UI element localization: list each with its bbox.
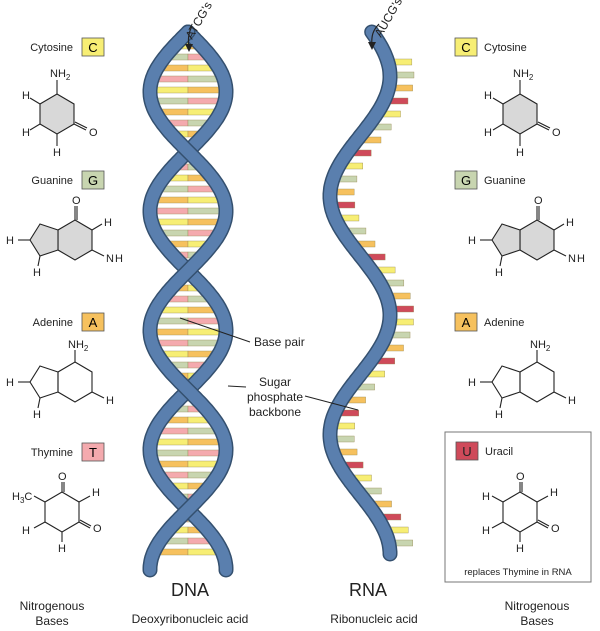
rna-helix [322,24,415,562]
left-bases-panel: Cytosine C NH2 H H O H Guanine G [6,37,123,555]
cytosine-structure-left [29,80,88,146]
uracil-structure [491,482,550,542]
svg-text:AUCG's: AUCG's [371,0,405,39]
svg-text:H: H [468,377,476,389]
footer-left-line1: Nitrogenous [20,599,85,613]
guanine-structure-left [18,206,105,267]
badge-uracil [455,441,479,461]
svg-text:G: G [461,173,471,188]
guanine-structure-right [480,206,567,267]
label-guanine-right: Guanine [484,175,526,187]
rna-subtitle: Ribonucleic acid [330,612,417,626]
label-cytosine-right: Cytosine [484,42,527,54]
label-guanine-left: Guanine [31,175,73,187]
svg-text:H: H [92,487,100,499]
badge-guanine-right [454,170,478,190]
chem-h3c: H3C [12,491,32,505]
badge-guanine-left [81,170,105,190]
rna-bases [331,58,415,547]
uracil-note: replaces Thymine in RNA [464,567,572,578]
svg-text:H: H [482,525,490,537]
footer-right-line1: Nitrogenous [505,599,570,613]
svg-text:O: O [552,127,561,139]
svg-text:H: H [22,127,30,139]
footer-left-line2: Bases [35,614,68,628]
svg-text:H: H [482,491,490,503]
badge-letter-cytosine-left: C [88,40,97,55]
chem-nh2-right: NH2 [513,68,534,82]
badge-letter-thymine-left: T [89,445,97,460]
svg-text:H: H [484,90,492,102]
svg-text:NH: NH [568,253,585,265]
svg-text:A: A [462,315,471,330]
badge-thymine-left [81,442,105,462]
svg-text:H: H [104,217,112,229]
svg-text:H: H [484,127,492,139]
footer-right-line2: Bases [520,614,553,628]
badge-letter-adenine-left: A [89,315,98,330]
svg-text:C: C [461,40,470,55]
svg-text:Sugar: Sugar [259,375,291,389]
rna-title: RNA [349,580,387,600]
dna-subtitle: Deoxyribonucleic acid [132,612,249,626]
svg-text:O: O [516,471,525,483]
svg-text:NH2: NH2 [530,339,551,353]
svg-text:H: H [516,147,524,159]
label-adenine-right: Adenine [484,317,524,329]
svg-text:H: H [6,235,14,247]
chem-nh2-adenine: NH2 [68,339,89,353]
badge-cytosine-left [81,37,105,57]
adenine-structure-left [18,350,105,409]
svg-text:H: H [53,147,61,159]
svg-text:O: O [58,471,67,483]
chem-nh-guanine: NH [106,253,123,265]
label-adenine-left: Adenine [33,317,73,329]
svg-text:O: O [89,127,98,139]
svg-text:H: H [568,395,576,407]
backbone-callout: Sugar phosphate backbone [227,375,359,419]
adenine-structure-right [480,350,567,409]
svg-text:H: H [550,487,558,499]
right-bases-panel: C Cytosine NH2 H H O H G Guanine [444,37,592,583]
svg-text:phosphate: phosphate [247,390,303,404]
svg-text:H: H [22,525,30,537]
svg-text:Base pair: Base pair [254,335,305,349]
svg-text:H: H [495,267,503,279]
thymine-structure-left [33,482,92,542]
label-thymine-left: Thymine [31,447,73,459]
base-pair-callout: Base pair [179,317,305,349]
svg-text:H: H [58,543,66,555]
badge-cytosine-right [454,37,478,57]
badge-letter-guanine-left: G [88,173,98,188]
chem-nh2: NH2 [50,68,71,82]
dna-title: DNA [171,580,209,600]
svg-text:H: H [6,377,14,389]
cytosine-structure-right [492,80,551,146]
svg-text:H: H [33,409,41,421]
svg-text:H: H [516,543,524,555]
svg-text:U: U [462,444,471,459]
svg-text:O: O [534,195,543,207]
badge-adenine-left [81,312,105,332]
badge-adenine-right [454,312,478,332]
svg-text:H: H [566,217,574,229]
svg-text:O: O [551,523,560,535]
svg-text:backbone: backbone [249,405,301,419]
svg-text:O: O [93,523,102,535]
svg-text:O: O [72,195,81,207]
svg-text:H: H [22,90,30,102]
label-cytosine-left: Cytosine [30,42,73,54]
dna-helix [142,24,234,578]
svg-text:H: H [106,395,114,407]
svg-text:H: H [33,267,41,279]
svg-text:H: H [495,409,503,421]
label-uracil: Uracil [485,446,513,458]
svg-text:H: H [468,235,476,247]
